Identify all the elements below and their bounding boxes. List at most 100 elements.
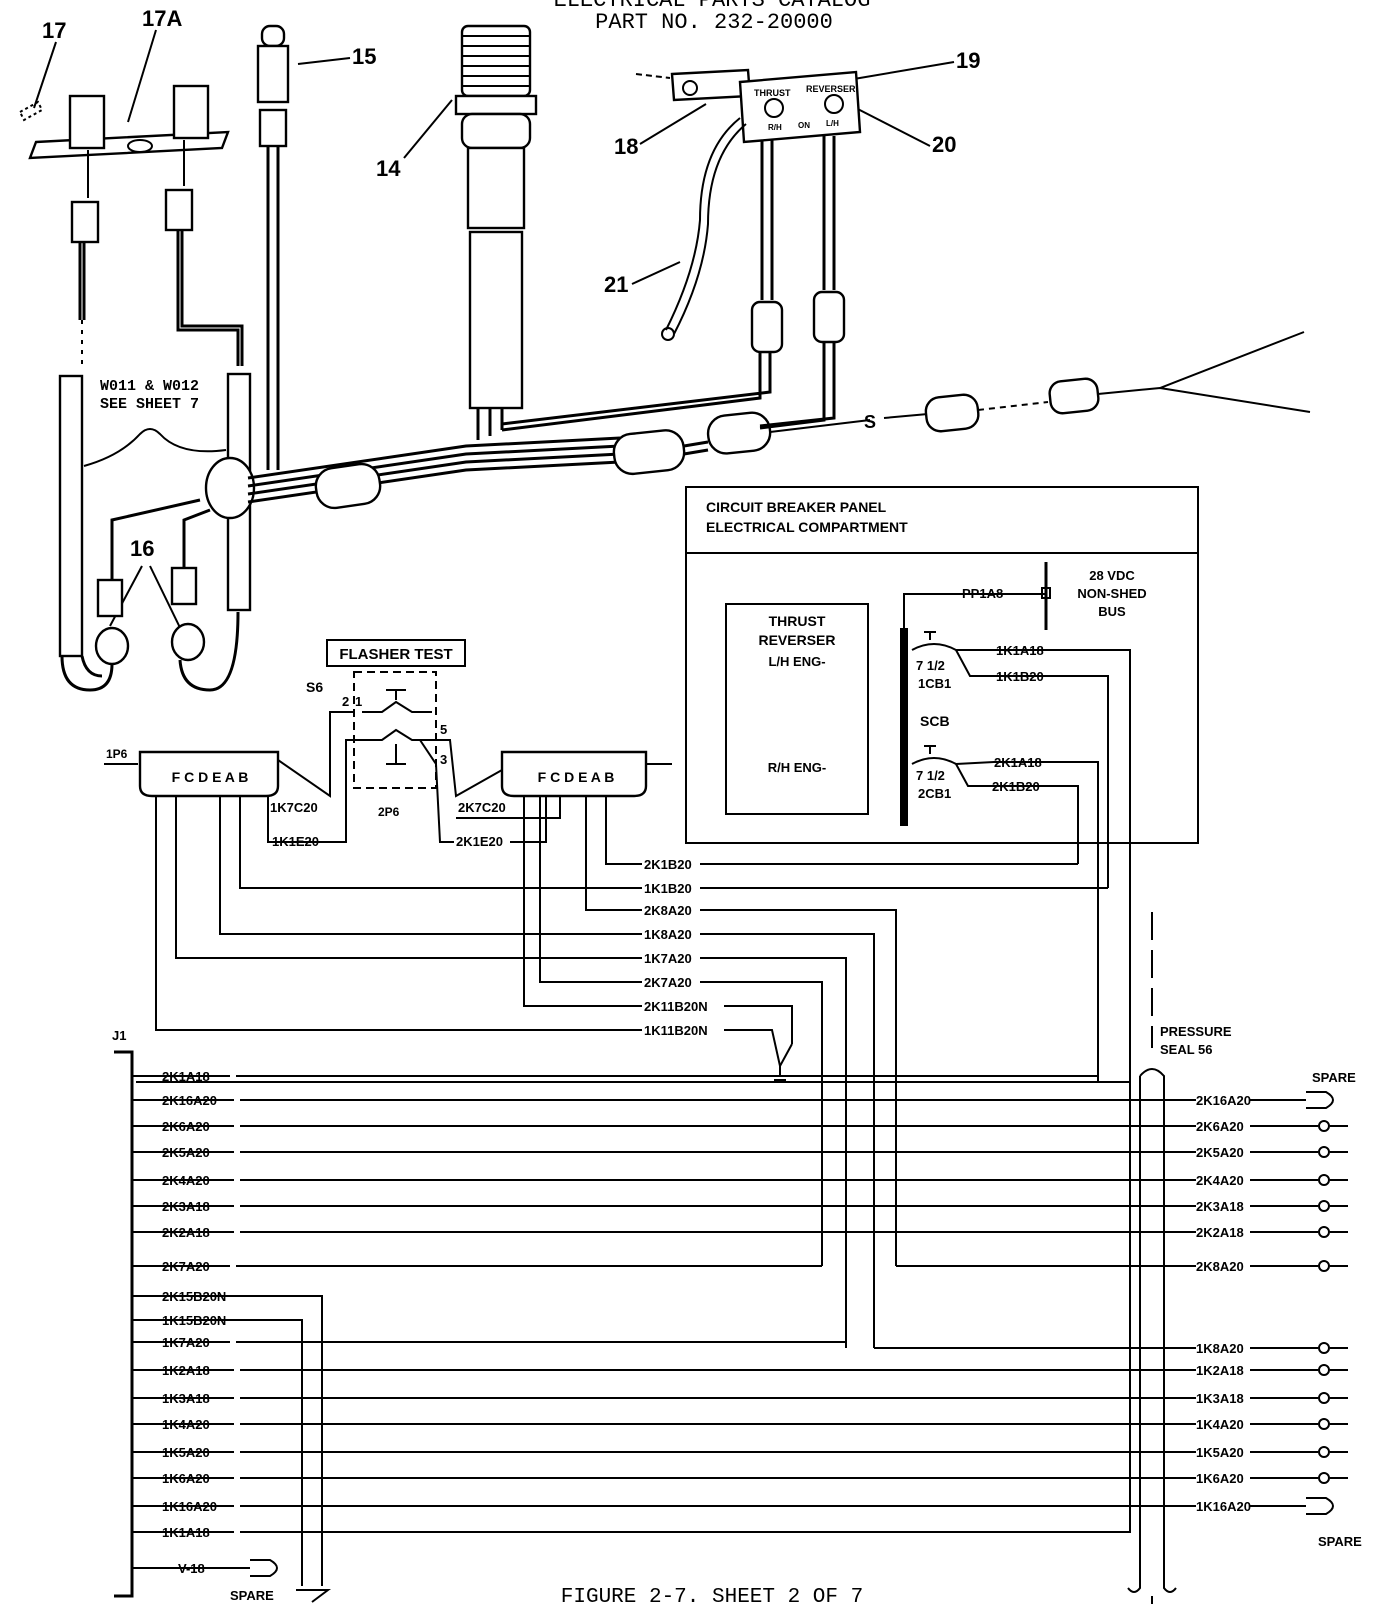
p2-pins: F C D E A B [538, 769, 615, 785]
p1-label: 1P6 [106, 747, 128, 761]
wire-1k1a18-cb: 1K1A18 [996, 643, 1044, 658]
wire-1k7c20: 1K7C20 [270, 800, 318, 815]
j1-wire-label: 1K3A18 [162, 1391, 210, 1406]
j1-wire-label: 2K1A18 [162, 1069, 210, 1084]
j1-wire-label: 1K5A20 [162, 1445, 210, 1460]
right-wire-label: 2K8A20 [1196, 1259, 1244, 1274]
j1-wire-labels: 2K1A18 2K16A20 2K6A20 2K5A20 2K4A20 2K3A… [162, 1069, 226, 1576]
mid-wire-label: 1K1B20 [644, 881, 692, 896]
callout-21: 21 [604, 272, 628, 297]
callout-15: 15 [352, 44, 376, 69]
mid-wire-labels: 2K1B20 1K1B20 2K8A20 1K8A20 1K7A20 2K7A2… [644, 857, 708, 1038]
w011-label-line1: W011 & W012 [100, 378, 199, 395]
callout-20: 20 [932, 132, 956, 157]
cb2-rating: 7 1/2 [916, 768, 945, 783]
j1-wire-label: 1K1A18 [162, 1525, 210, 1540]
right-wire-label: 1K6A20 [1196, 1471, 1244, 1486]
break-symbol: S [864, 412, 876, 432]
cb-bus-line3: BUS [1098, 604, 1126, 619]
j1-wire-label: 2K7A20 [162, 1259, 210, 1274]
j1-wire-label: 2K5A20 [162, 1145, 210, 1160]
mid-wires [136, 796, 1130, 1348]
right-wire-label: 1K2A18 [1196, 1363, 1244, 1378]
figure-caption: FIGURE 2-7. SHEET 2 OF 7 [561, 1586, 863, 1604]
connector-2p6: F C D E A B 2K7C20 2K1E20 [432, 739, 672, 849]
relay-bracket [18, 84, 230, 198]
cb-rh-eng: R/H ENG- [768, 760, 827, 775]
right-wire-label: 2K6A20 [1196, 1119, 1244, 1134]
right-wire-label: 2K5A20 [1196, 1145, 1244, 1160]
switch-on-label: ON [798, 121, 810, 130]
cb2-name: 2CB1 [918, 786, 951, 801]
s6-pin5: 5 [440, 722, 447, 737]
j1-wire-label: 2K16A20 [162, 1093, 217, 1108]
wire-2k7c20: 2K7C20 [458, 800, 506, 815]
harness-left: S [58, 24, 1311, 692]
switch-thrust-label: THRUST [754, 88, 791, 98]
connector-1p6: 1P6 F C D E A B 1K7C20 1K1E20 [104, 711, 362, 849]
j1-label: J1 [112, 1028, 126, 1043]
cb-bus-line1: 28 VDC [1089, 568, 1135, 583]
wire-2k1a18-cb: 2K1A18 [994, 755, 1042, 770]
v18-spare-loop [250, 1559, 278, 1577]
mid-wire-label: 1K7A20 [644, 951, 692, 966]
right-wire-labels: 2K16A20 2K6A20 2K5A20 2K4A20 2K3A18 2K2A… [1196, 1093, 1251, 1514]
j1-wire-label: 1K16A20 [162, 1499, 217, 1514]
p1-pins: F C D E A B [172, 769, 249, 785]
j1-wire-label: 2K4A20 [162, 1173, 210, 1188]
callout-17a: 17A [142, 6, 182, 31]
w011-label-line2: SEE SHEET 7 [100, 396, 199, 413]
s6-label: S6 [306, 679, 323, 695]
mid-wire-label: 1K11B20N [644, 1023, 708, 1038]
cb-panel-title-line2: ELECTRICAL COMPARTMENT [706, 519, 908, 535]
callout-18: 18 [614, 134, 638, 159]
j1-wire-label: 1K2A18 [162, 1363, 210, 1378]
flasher-test: FLASHER TEST S6 2P6 1 2 5 3 [306, 639, 466, 819]
w011-brace [83, 428, 227, 467]
spare-label-right: SPARE [1318, 1534, 1362, 1549]
j1-wire-label: 1K6A20 [162, 1471, 210, 1486]
j1-wire-label: 2K6A20 [162, 1119, 210, 1134]
spare-label-top: SPARE [1312, 1070, 1356, 1085]
p2-label: 2P6 [378, 805, 400, 819]
callout-16: 16 [130, 536, 154, 561]
wire-2k1e20: 2K1E20 [456, 834, 503, 849]
right-wire-label: 2K2A18 [1196, 1225, 1244, 1240]
header-line1: ELECTRICAL PARTS CATALOG [554, 0, 871, 13]
cb-scb: SCB [920, 713, 950, 729]
cb-panel-title-line1: CIRCUIT BREAKER PANEL [706, 499, 887, 515]
right-wire-label: 1K8A20 [1196, 1341, 1244, 1356]
cb1-name: 1CB1 [918, 676, 951, 691]
right-wire-label: 1K4A20 [1196, 1417, 1244, 1432]
mid-wire-label: 2K8A20 [644, 903, 692, 918]
callout-19: 19 [956, 48, 980, 73]
j1-wire-label: 1K15B20N [162, 1313, 226, 1328]
switch-rh-label: R/H [768, 123, 782, 132]
callout-leaders [33, 29, 955, 641]
header-line2: PART NO. 232-20000 [595, 10, 833, 35]
right-wire-ends [1250, 1091, 1348, 1515]
right-wire-label: 1K5A20 [1196, 1445, 1244, 1460]
pressure-seal-line1: PRESSURE [1160, 1024, 1232, 1039]
switch-plate: THRUST REVERSER R/H ON L/H [635, 68, 862, 430]
s6-pin1: 1 [355, 694, 362, 709]
mid-wire-label: 2K11B20N [644, 999, 708, 1014]
callout-17: 17 [42, 18, 66, 43]
switch-reverser-label: REVERSER [806, 84, 856, 94]
right-wire-label: 1K3A18 [1196, 1391, 1244, 1406]
right-wire-label: 2K3A18 [1196, 1199, 1244, 1214]
connector-14 [454, 24, 772, 440]
mid-wire-label: 2K7A20 [644, 975, 692, 990]
cb1-rating: 7 1/2 [916, 658, 945, 673]
j1-wire-label: 2K3A18 [162, 1199, 210, 1214]
j1-wire-label: 2K15B20N [162, 1289, 226, 1304]
circuit-breaker-panel: CIRCUIT BREAKER PANEL ELECTRICAL COMPART… [685, 486, 1199, 1082]
callout-14: 14 [376, 156, 401, 181]
j1-wire-label: 1K7A20 [162, 1335, 210, 1350]
wire-2k1b20-cb: 2K1B20 [992, 779, 1040, 794]
cb-thrust-line3: L/H ENG- [768, 654, 825, 669]
switch-lh-label: L/H [826, 119, 839, 128]
j1-wire-lines [132, 1075, 1196, 1603]
cb-thrust-line1: THRUST [769, 613, 826, 629]
